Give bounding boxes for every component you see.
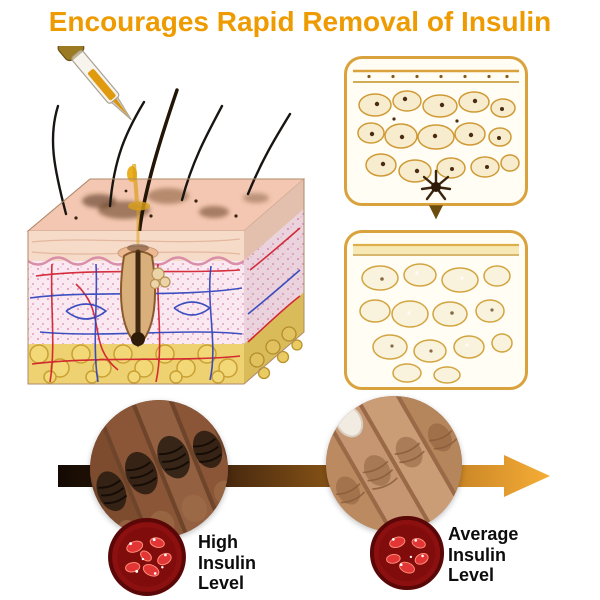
headline: Encourages Rapid Removal of Insulin — [48, 6, 552, 37]
average-insulin-photo — [326, 396, 462, 532]
tissue-panel-after — [344, 230, 528, 390]
cube-outline — [27, 178, 305, 385]
down-arrow-icon: ▼ — [424, 198, 448, 225]
clear-cells-illustration — [353, 243, 519, 384]
clogged-cells-illustration — [353, 69, 520, 201]
skin-top-face — [26, 178, 306, 232]
skin-cross-section-illustration — [26, 46, 306, 385]
smooth-knuckles-illustration — [326, 396, 462, 532]
hairs — [51, 100, 292, 216]
dropper-icon — [57, 46, 132, 121]
serum-drop — [127, 163, 150, 244]
tissue-panel-before — [344, 56, 528, 206]
hair-follicle — [117, 244, 171, 348]
high-insulin-blood-icon — [106, 516, 188, 598]
high-insulin-label: High Insulin Level — [198, 532, 256, 594]
average-insulin-blood-icon — [368, 514, 446, 592]
average-insulin-label: Average Insulin Level — [448, 524, 519, 586]
